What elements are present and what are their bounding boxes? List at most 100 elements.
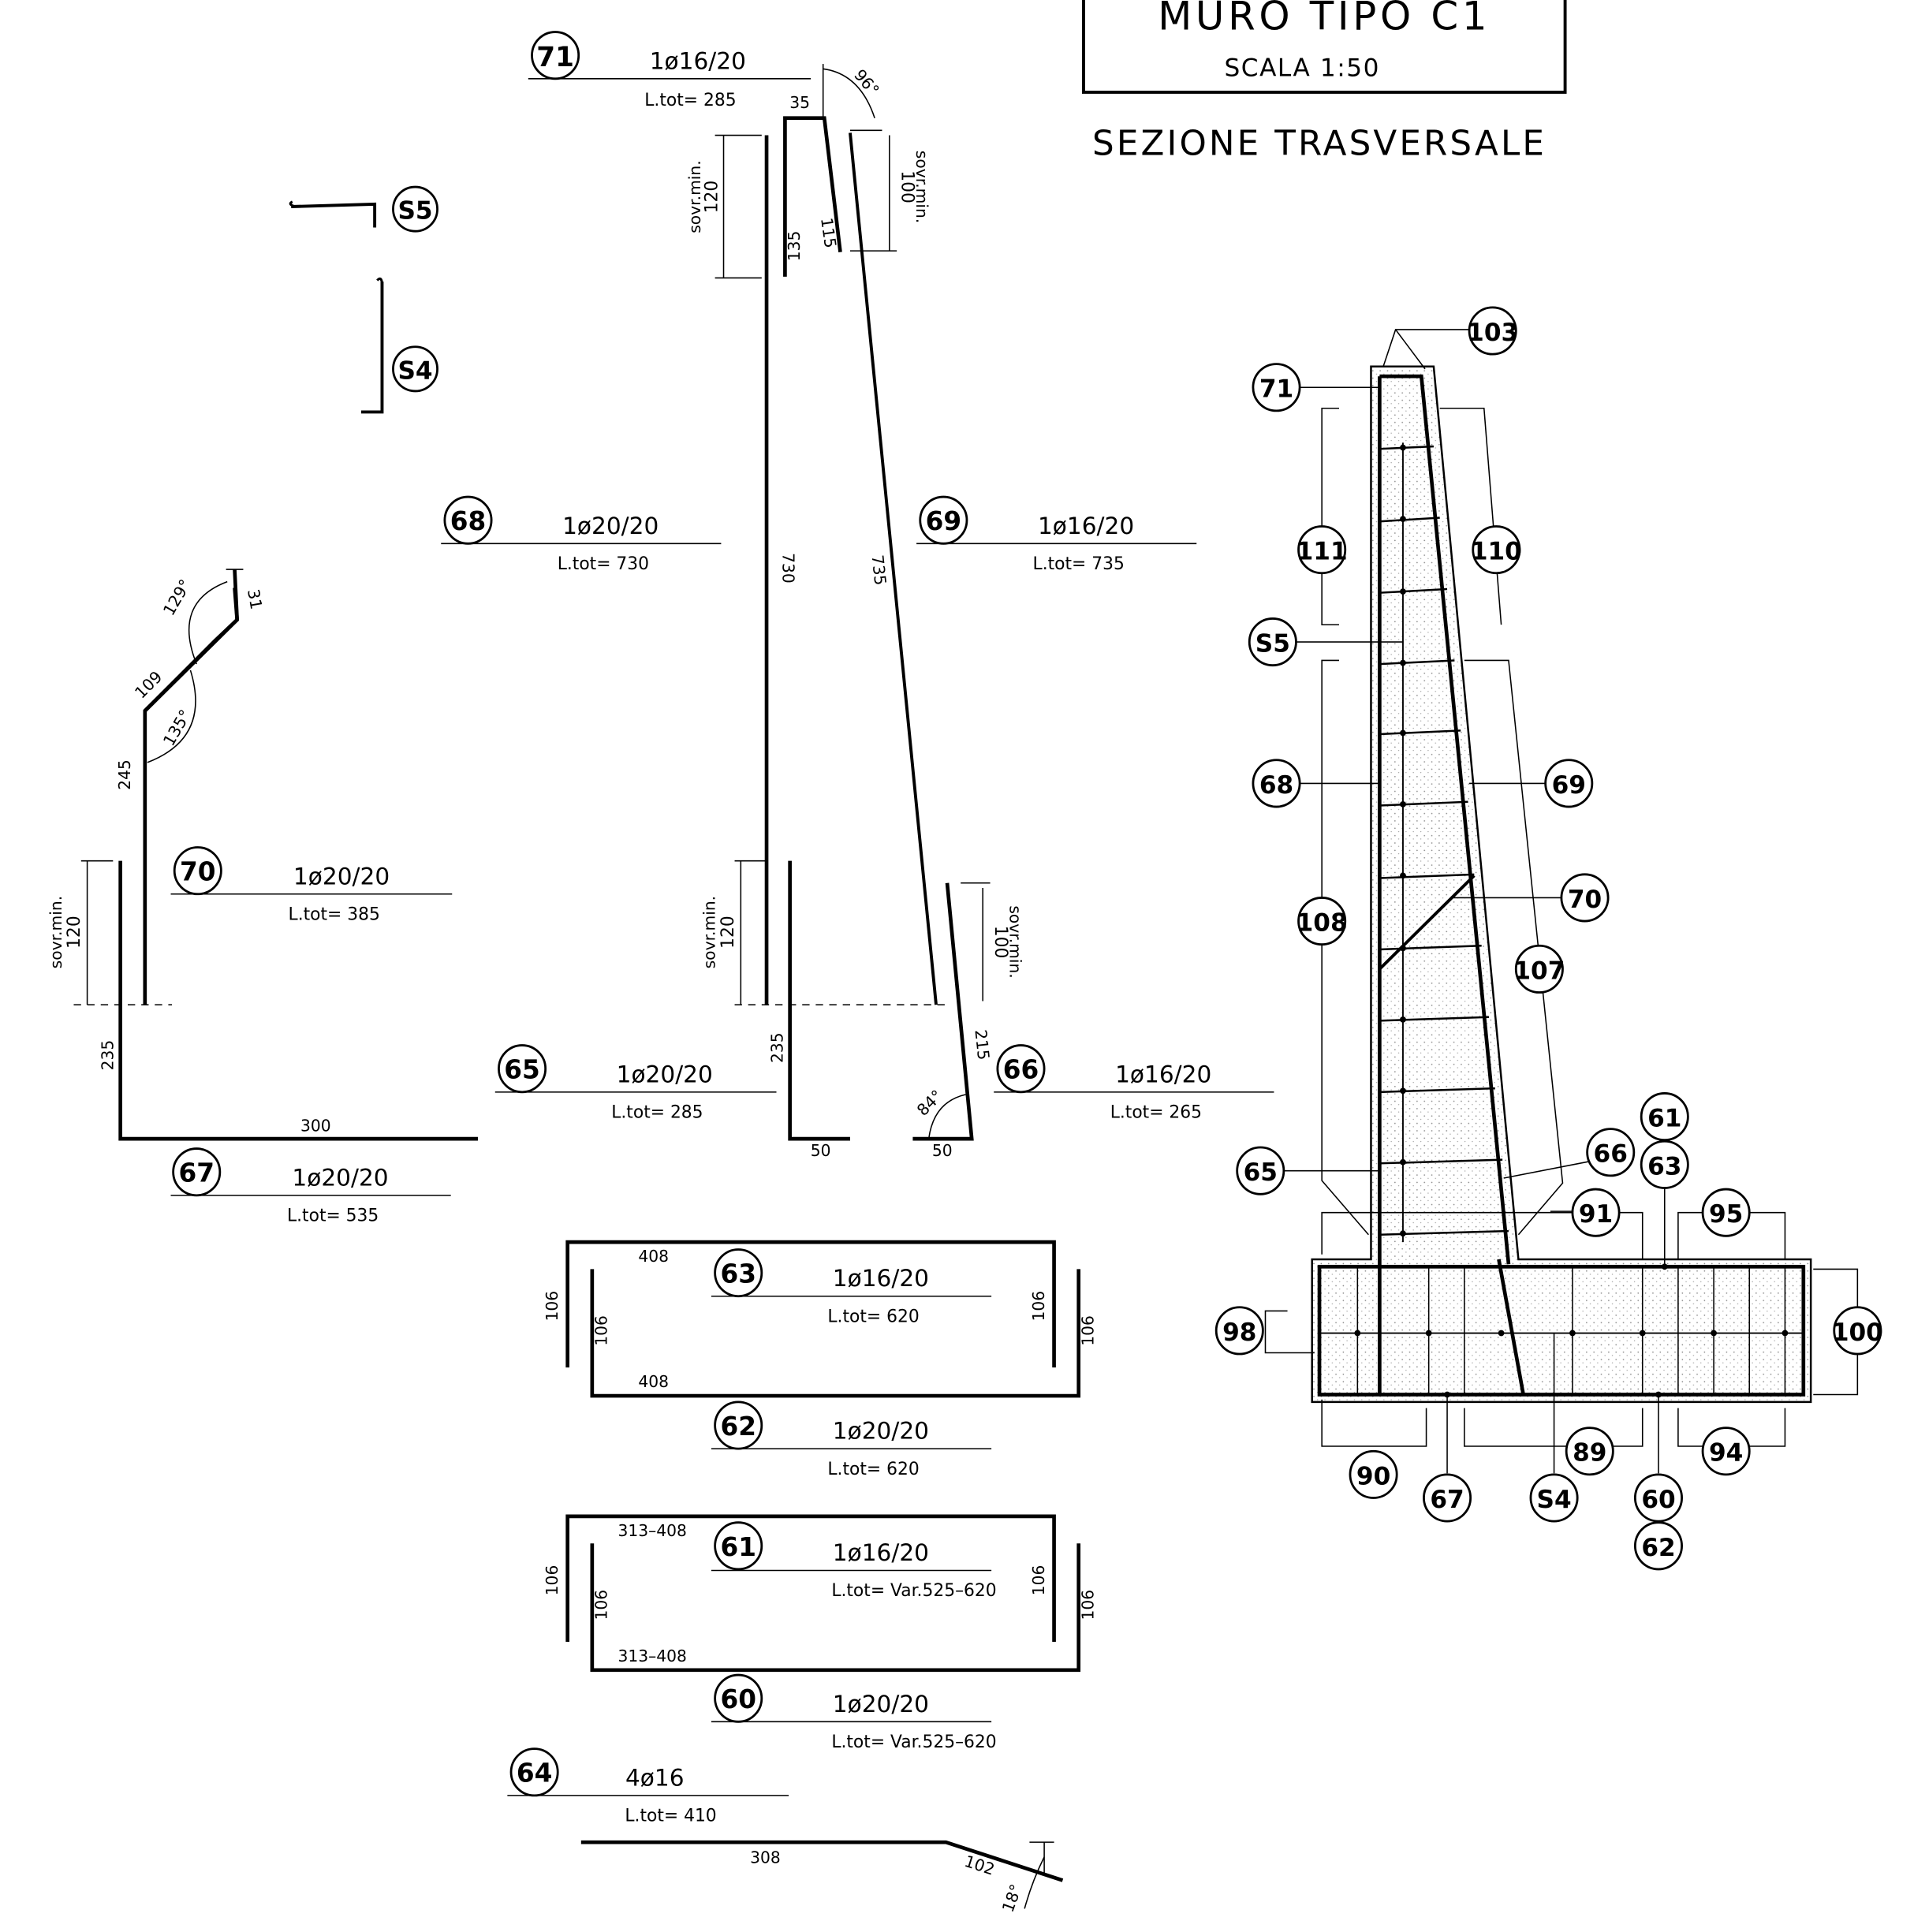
tag-71: 71 [1252, 363, 1301, 412]
bar-63-tag: 63 [720, 1259, 756, 1289]
bar-66-length: L.tot= 265 [1110, 1103, 1202, 1123]
bar-64-spec: 4ø16 [625, 1764, 685, 1791]
bar-66-spec: 1ø16/20 [1115, 1061, 1211, 1087]
bar-62-tag: 62 [720, 1412, 756, 1442]
bar-69-spec: 1ø16/20 [1038, 513, 1134, 539]
tag-107-text: 107 [1513, 957, 1565, 985]
bar-60-length: L.tot= Var.525–620 [831, 1732, 996, 1752]
bar-67-length: L.tot= 535 [287, 1207, 379, 1226]
tag-s4: S4 [1529, 1473, 1579, 1523]
tag-91-text: 91 [1579, 1200, 1613, 1229]
tag-108-text: 108 [1297, 909, 1348, 938]
bar-61-length: L.tot= Var.525–620 [831, 1581, 996, 1601]
bar-60-tag: 60 [720, 1684, 756, 1714]
tag-69-text: 69 [1552, 771, 1586, 800]
tag-s4-text: S4 [1537, 1486, 1572, 1514]
bar-68-dim-730: 730 [778, 553, 797, 584]
bar-61-dim-top: 313–408 [617, 1521, 686, 1540]
lap-100-top-value: 100 [897, 170, 916, 203]
tag-s5: S5 [1248, 617, 1297, 667]
tag-95-text: 95 [1709, 1200, 1743, 1229]
tag-100-text: 100 [1832, 1318, 1883, 1347]
bar-63-dim-left: 106 [543, 1291, 562, 1322]
tag-69: 69 [1544, 759, 1594, 808]
lap-120-top-label: sovr.min. [685, 160, 704, 233]
tag-63: 63 [1640, 1139, 1689, 1189]
bar-65-spec: 1ø20/20 [617, 1061, 713, 1087]
bar-65-dim-50: 50 [811, 1141, 831, 1160]
tag-68: 68 [1252, 759, 1301, 808]
bar-66-dim-215: 215 [971, 1028, 993, 1061]
lap-100-top-label: sovr.min. [912, 151, 931, 224]
drawing-title: MURO TIPO C1 [1158, 0, 1491, 39]
wall-cross-section: 103 71 111 110 S5 68 69 70 108 107 65 66… [1214, 306, 1883, 1571]
bar-69-dim-735: 735 [868, 554, 890, 586]
bar-71-spec: 1ø16/20 [650, 47, 746, 74]
bar-66-dim-50: 50 [932, 1141, 953, 1160]
bar-65-tag: 65 [504, 1055, 540, 1085]
bar-71-angle: 96° [850, 65, 882, 99]
bar-69-tag: 69 [926, 506, 962, 536]
bar-63-dim-right: 106 [1029, 1291, 1048, 1322]
lap-120-mid-label: sovr.min. [700, 896, 719, 969]
tag-89: 89 [1565, 1427, 1614, 1476]
section-title: SEZIONE TRASVERSALE [1092, 123, 1546, 163]
bar-67-dim-235: 235 [98, 1040, 117, 1071]
tag-61-text: 61 [1647, 1105, 1681, 1133]
stirrup-s4-tag: S4 [397, 356, 432, 385]
tag-90-text: 90 [1356, 1462, 1390, 1490]
bar-67-detail: 235 300 67 1ø20/20 L.tot= 535 [98, 860, 478, 1226]
tag-98: 98 [1214, 1306, 1264, 1356]
bar-68-detail: 68 1ø20/20 L.tot= 730 730 [441, 135, 797, 1005]
bar-63-length: L.tot= 620 [827, 1307, 919, 1326]
tag-107: 107 [1513, 944, 1565, 994]
bar-71-dim-35: 35 [789, 93, 810, 112]
bar-65-length: L.tot= 285 [611, 1103, 703, 1123]
tag-62-text: 62 [1641, 1534, 1675, 1562]
bar-62-dim-bottom: 408 [638, 1372, 669, 1391]
tag-62: 62 [1633, 1521, 1683, 1571]
section-tags: 103 71 111 110 S5 68 69 70 108 107 65 66… [1214, 306, 1883, 1571]
bar-70-tag: 70 [180, 857, 216, 887]
bar-66-detail: 100 sovr.min. 215 50 84° 66 1ø16/20 L.to… [912, 882, 1274, 1160]
tag-67: 67 [1423, 1473, 1472, 1523]
tag-65: 65 [1236, 1146, 1285, 1195]
bar-62-spec: 1ø20/20 [833, 1418, 929, 1445]
tag-60-text: 60 [1641, 1486, 1675, 1514]
bar-65-detail: sovr.min. 120 235 50 65 1ø20/20 L.tot= 2… [494, 860, 946, 1160]
bar-61-tag: 61 [720, 1532, 756, 1562]
bar-68-length: L.tot= 730 [558, 554, 649, 574]
tag-70: 70 [1560, 873, 1610, 923]
lap-120-top-value: 120 [703, 181, 722, 214]
bar-69-length: L.tot= 735 [1033, 554, 1125, 574]
bar-60-dim-bottom: 313–408 [617, 1647, 686, 1665]
bar-60-dim-left: 106 [592, 1590, 611, 1621]
bar-69-detail: 69 1ø16/20 L.tot= 735 735 [849, 132, 1197, 1005]
stirrup-details: S5 S4 [289, 185, 438, 414]
bar-61-60-detail: 313–408 313–408 106 106 106 106 61 1ø16/… [543, 1514, 1097, 1752]
bar-67-dim-300: 300 [300, 1117, 331, 1136]
title-block: MURO TIPO C1 SCALA 1:50 SEZIONE TRASVERS… [1082, 0, 1567, 164]
bar-67-tag: 67 [178, 1158, 215, 1188]
bar-62-length: L.tot= 620 [827, 1460, 919, 1479]
tag-111-text: 111 [1297, 538, 1348, 566]
bar-71-length: L.tot= 285 [644, 91, 736, 110]
bar-71-tag: 71 [536, 42, 574, 73]
bar-70-spec: 1ø20/20 [293, 863, 390, 890]
bar-71-dim-115: 115 [817, 217, 840, 250]
bar-70-detail: 70 1ø20/20 L.tot= 385 245 109 31 135° 12… [47, 569, 453, 1005]
lap-120-left-value: 120 [65, 916, 84, 949]
tag-61: 61 [1640, 1092, 1689, 1142]
tag-95: 95 [1701, 1188, 1751, 1237]
bar-60-dim-right: 106 [1078, 1590, 1097, 1621]
bar-64-dim-308: 308 [750, 1848, 781, 1867]
bar-67-spec: 1ø20/20 [292, 1164, 388, 1191]
bar-64-angle: 18° [998, 1882, 1026, 1915]
bar-63-62-detail: 408 408 106 106 106 106 63 1ø16/20 L.tot… [543, 1240, 1097, 1479]
tag-s5-text: S5 [1255, 630, 1290, 658]
bar-70-dim-245: 245 [115, 759, 134, 790]
lap-100-mid-label: sovr.min. [1006, 905, 1024, 979]
bar-65-dim-235: 235 [767, 1032, 786, 1063]
tag-91: 91 [1571, 1188, 1621, 1237]
lap-120-mid-value: 120 [718, 916, 738, 949]
